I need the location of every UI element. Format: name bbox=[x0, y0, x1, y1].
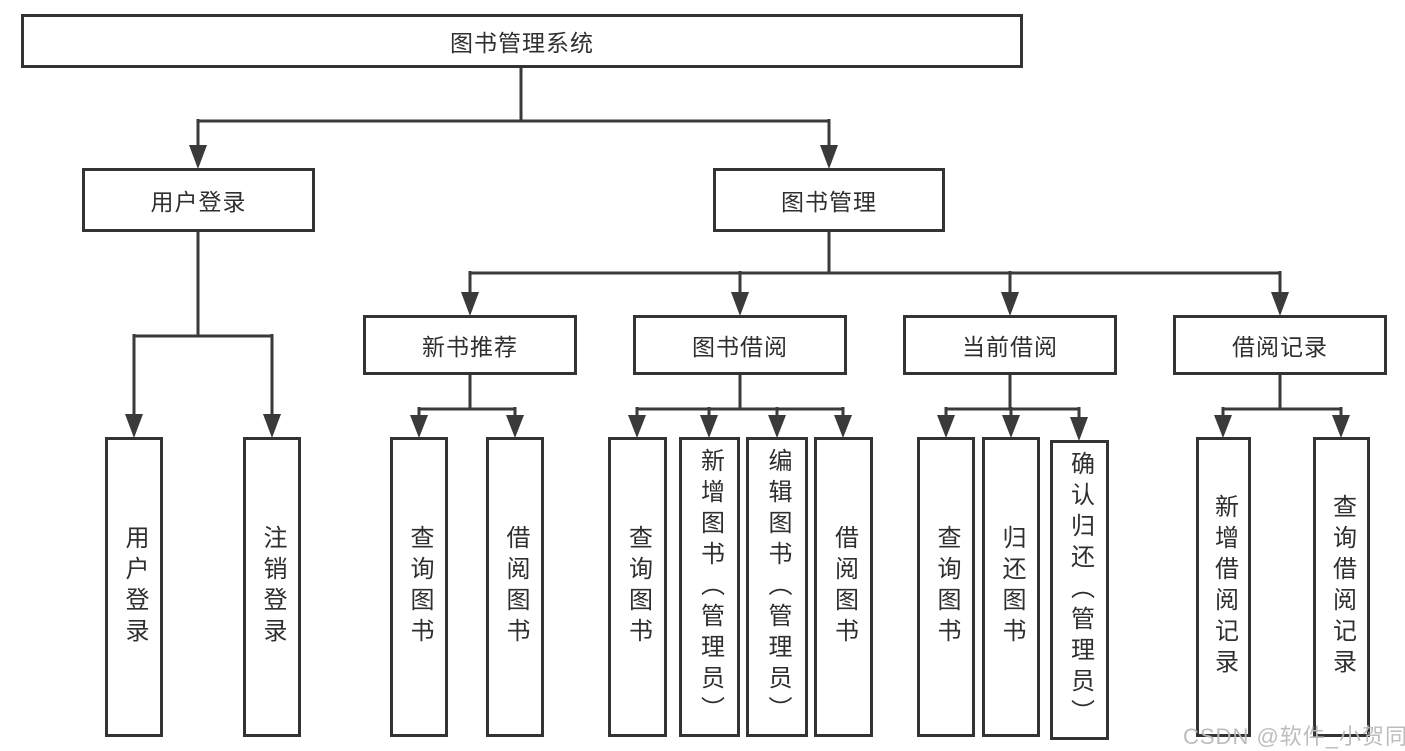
node-current-borrowing: 当前借阅 bbox=[903, 315, 1117, 375]
leaf-label: 注销登录 bbox=[259, 525, 286, 649]
leaf-add-borrow-record: 新增借阅记录 bbox=[1196, 437, 1251, 737]
leaf-label: 查询借阅记录 bbox=[1328, 494, 1356, 680]
node-label: 当前借阅 bbox=[962, 334, 1058, 360]
leaf-label: 查询图书 bbox=[624, 525, 652, 649]
leaf-query-borrow-record: 查询借阅记录 bbox=[1313, 437, 1370, 737]
node-new-book-recommendation: 新书推荐 bbox=[363, 315, 577, 375]
leaf-query-books-recommend: 查询图书 bbox=[390, 437, 448, 737]
leaf-label: 编辑图书（管理员） bbox=[764, 447, 791, 727]
leaf-label: 新增图书（管理员） bbox=[696, 447, 724, 727]
node-label: 借阅记录 bbox=[1232, 334, 1328, 360]
node-label: 用户登录 bbox=[150, 189, 247, 215]
leaf-label: 用户登录 bbox=[121, 525, 148, 649]
node-label: 图书借阅 bbox=[692, 334, 788, 360]
node-user-login: 用户登录 bbox=[82, 168, 315, 232]
leaf-label: 借阅图书 bbox=[502, 525, 529, 649]
leaf-label: 新增借阅记录 bbox=[1210, 494, 1238, 680]
csdn-watermark: CSDN @软件_小贺同学 bbox=[1183, 724, 1405, 749]
leaf-label: 查询图书 bbox=[933, 525, 960, 649]
leaf-edit-books-admin: 编辑图书（管理员） bbox=[746, 437, 808, 737]
node-book-borrowing: 图书借阅 bbox=[633, 315, 847, 375]
leaf-add-books-admin: 新增图书（管理员） bbox=[679, 437, 740, 737]
node-library-management-system: 图书管理系统 bbox=[21, 14, 1023, 68]
leaf-label: 借阅图书 bbox=[830, 525, 858, 649]
leaf-label: 归还图书 bbox=[998, 525, 1025, 649]
leaf-return-books: 归还图书 bbox=[982, 437, 1040, 737]
leaf-user-login: 用户登录 bbox=[105, 437, 163, 737]
node-book-management: 图书管理 bbox=[713, 168, 945, 232]
leaf-confirm-return-admin: 确认归还（管理员） bbox=[1050, 440, 1109, 740]
node-label: 图书管理系统 bbox=[450, 30, 594, 56]
leaf-query-books-borrowing: 查询图书 bbox=[608, 437, 667, 737]
node-borrowing-records: 借阅记录 bbox=[1173, 315, 1387, 375]
leaf-borrow-books-recommend: 借阅图书 bbox=[486, 437, 544, 737]
node-label: 新书推荐 bbox=[422, 334, 518, 360]
leaf-label: 确认归还（管理员） bbox=[1066, 450, 1094, 730]
leaf-query-books-current: 查询图书 bbox=[917, 437, 975, 737]
leaf-label: 查询图书 bbox=[406, 525, 433, 649]
leaf-logout: 注销登录 bbox=[243, 437, 301, 737]
leaf-borrow-books: 借阅图书 bbox=[814, 437, 873, 737]
node-label: 图书管理 bbox=[781, 189, 877, 215]
